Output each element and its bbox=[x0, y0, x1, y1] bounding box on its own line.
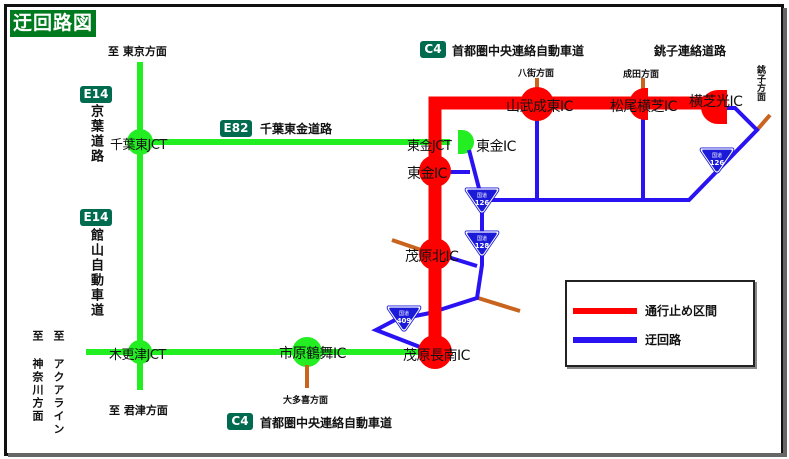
mobara-kita-marker bbox=[419, 238, 451, 270]
map-frame bbox=[4, 4, 784, 456]
yokoshibahikari-marker bbox=[701, 90, 727, 124]
national-route-number: 126 bbox=[710, 159, 725, 167]
c4-bottom-code-badge: C4 bbox=[227, 413, 253, 430]
togane-ic-e82-label: 東金IC bbox=[476, 139, 516, 155]
togane-ic-c4-marker bbox=[419, 155, 451, 187]
sanmu-naruto-label: 山武成東IC bbox=[506, 99, 573, 115]
direction-otaki: 大多喜方面 bbox=[283, 396, 329, 406]
sanmu-naruto-marker bbox=[520, 87, 554, 121]
direction-kanagawa: 至 神奈川方面 bbox=[31, 330, 44, 423]
togane-ic-c4-label: 東金IC bbox=[407, 166, 447, 182]
map-title: 迂回路図 bbox=[10, 10, 96, 37]
national-route-label: 国道 bbox=[399, 310, 409, 317]
kisarazu-jct-marker bbox=[128, 340, 152, 364]
legend-swatch-detour bbox=[573, 336, 637, 343]
legend-swatch-closed bbox=[573, 307, 637, 314]
c4-bottom-road-name: 首都圏中央連絡自動車道 bbox=[260, 416, 393, 430]
national-route-label: 国道 bbox=[712, 152, 722, 159]
legend-label-closed: 通行止め区間 bbox=[645, 304, 718, 318]
legend-label-detour: 迂回路 bbox=[645, 333, 682, 347]
e14-keiyo-code-badge: E14 bbox=[80, 86, 112, 103]
frame-shadow bbox=[8, 453, 787, 457]
tateyama-road-name: 館山自動車道 bbox=[88, 228, 103, 318]
detour-mobara-kita-spur bbox=[447, 255, 478, 268]
national-route-label: 国道 bbox=[477, 235, 487, 242]
ichihara-tsurumai-marker bbox=[292, 337, 322, 367]
national-route-number: 409 bbox=[397, 317, 412, 325]
ichihara-tsurumai-label: 市原鶴舞IC bbox=[279, 346, 346, 362]
frame-shadow bbox=[783, 8, 787, 456]
e82-code-badge: E82 bbox=[220, 120, 252, 137]
chiba-higashi-jct-label: 千葉東JCT bbox=[110, 138, 167, 153]
direction-narita: 成田方面 bbox=[623, 70, 660, 80]
national-route-number: 126 bbox=[475, 199, 490, 207]
choshi-road-name: 銚子連絡道路 bbox=[654, 44, 727, 58]
e82-road-name: 千葉東金道路 bbox=[260, 122, 333, 136]
mobara-chonan-label: 茂原長南IC bbox=[403, 348, 470, 364]
togane-jct-label: 東金JCT bbox=[407, 139, 452, 154]
chiba-higashi-jct-marker bbox=[127, 129, 153, 155]
legend-item-detour: 迂回路 bbox=[573, 331, 681, 348]
branch-choshi bbox=[755, 113, 772, 132]
direction-choshi: 銚子方面 bbox=[755, 65, 765, 101]
c4-top-road-name: 首都圏中央連絡自動車道 bbox=[452, 44, 585, 58]
keiyo-road-name: 京葉道路 bbox=[88, 104, 103, 164]
togane-ic-e82-marker bbox=[458, 130, 474, 154]
yokoshibahikari-label: 横芝光IC bbox=[689, 94, 743, 110]
direction-aqualine: 至 アクアライン bbox=[52, 330, 65, 436]
kisarazu-jct-label: 木更津JCT bbox=[109, 348, 166, 363]
matsuo-yokoshiba-marker bbox=[629, 88, 648, 120]
direction-kimitsu: 至 君津方面 bbox=[109, 404, 168, 417]
legend-item-closed: 通行止め区間 bbox=[573, 302, 717, 319]
direction-yachimata: 八街方面 bbox=[518, 69, 555, 79]
e14-tateyama-code-badge: E14 bbox=[80, 209, 112, 226]
mobara-kita-label: 茂原北IC bbox=[405, 249, 459, 265]
c4-top-code-badge: C4 bbox=[420, 41, 446, 58]
national-route-label: 国道 bbox=[477, 192, 487, 199]
branch-r128 bbox=[477, 296, 521, 313]
mobara-chonan-marker bbox=[418, 335, 452, 369]
matsuo-yokoshiba-label: 松尾横芝IC bbox=[610, 99, 677, 115]
national-route-number: 128 bbox=[475, 242, 490, 250]
legend: 通行止め区間 迂回路 bbox=[565, 280, 755, 367]
direction-tokyo: 至 東京方面 bbox=[108, 45, 167, 58]
